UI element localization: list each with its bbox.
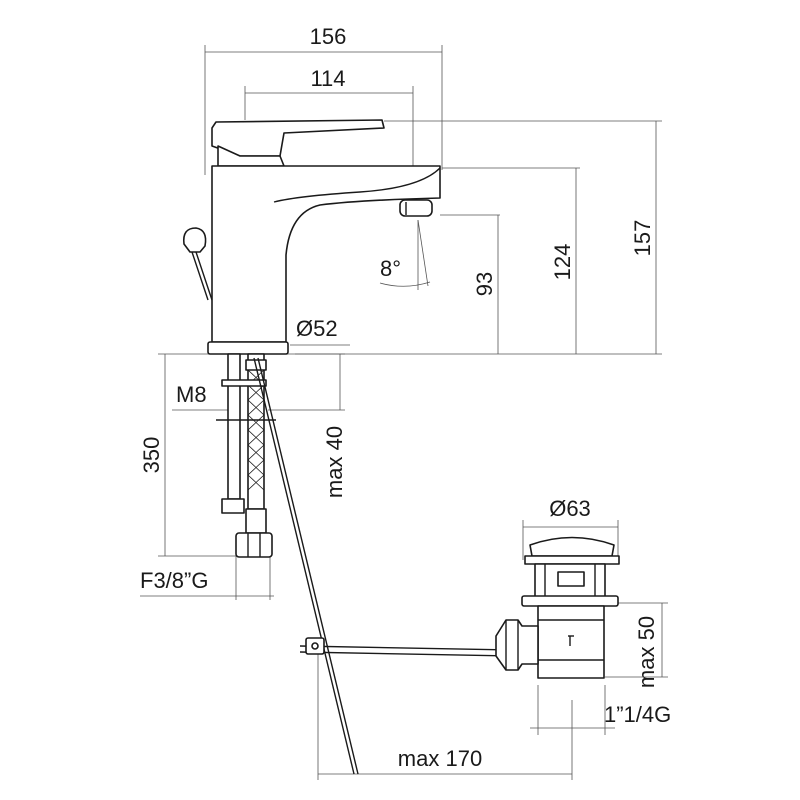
waste-cap (529, 536, 615, 557)
dim-waste-depth: max 50 (634, 616, 659, 688)
dimension-labels: 156 114 8° Ø52 93 124 157 M8 350 max 40 … (139, 24, 671, 771)
dim-width-body: 114 (310, 66, 345, 91)
dim-height-spout: 124 (550, 244, 575, 281)
hose-nut (235, 532, 273, 558)
waste-side-nut (495, 619, 539, 671)
faucet-body (211, 165, 441, 343)
waste-valve (495, 536, 620, 679)
popup-rod (253, 357, 511, 775)
dim-rod-length: max 170 (398, 746, 482, 771)
faucet (182, 119, 441, 355)
dim-base-diameter: Ø52 (296, 316, 338, 341)
dim-hose-connection: F3/8”G (140, 568, 208, 593)
dim-width-overall: 156 (310, 24, 347, 49)
popup-knob (182, 227, 207, 253)
dim-waste-thread: 1”1/4G (604, 702, 671, 727)
dim-height-outlet: 93 (472, 272, 497, 296)
dim-hose-length: 350 (139, 437, 164, 474)
dim-height-total: 157 (630, 220, 655, 257)
faucet-cartridge (217, 145, 285, 167)
dim-spout-angle: 8° (380, 256, 401, 281)
dimension-lines (140, 45, 668, 780)
faucet-base (207, 341, 289, 355)
dim-thread-m8: M8 (176, 382, 207, 407)
faucet-lever (211, 119, 385, 157)
supply-hoses (216, 353, 276, 558)
dim-waste-diameter: Ø63 (549, 496, 591, 521)
dim-max-deck: max 40 (322, 426, 347, 498)
aerator (399, 199, 433, 217)
